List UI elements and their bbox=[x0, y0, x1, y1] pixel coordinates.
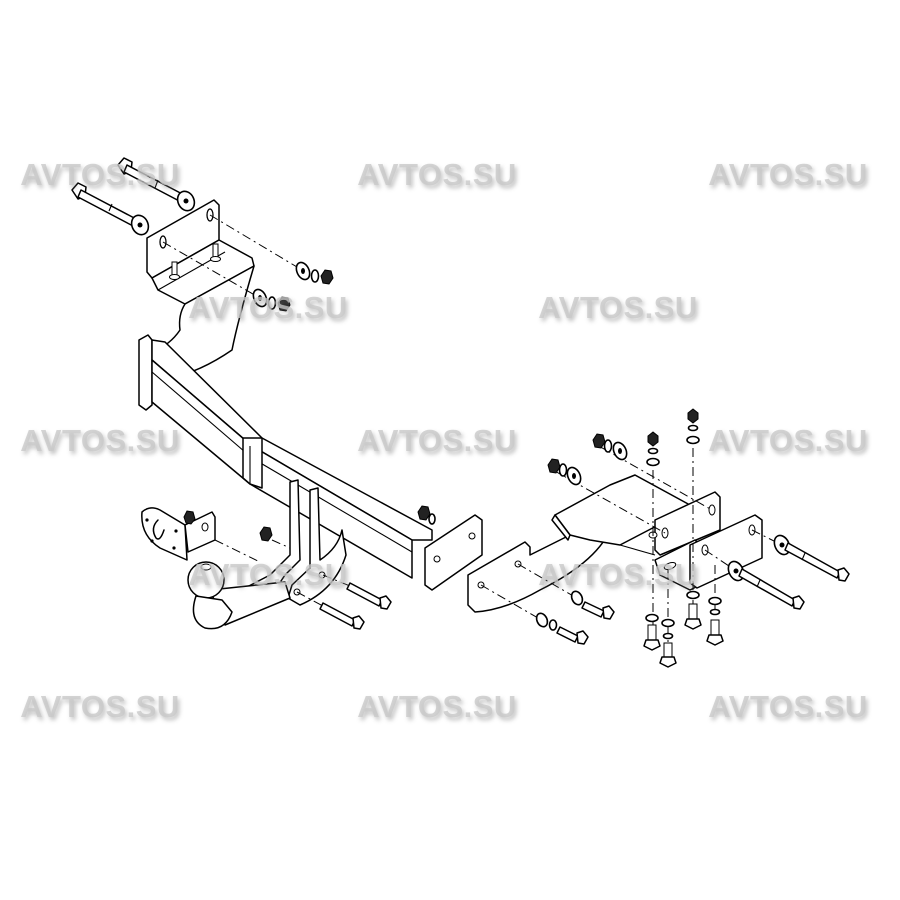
long-bolt-upper bbox=[117, 157, 196, 212]
short-bolt-bm-2 bbox=[319, 602, 365, 630]
socket-plate bbox=[141, 507, 216, 561]
short-bolt-bm-1 bbox=[346, 582, 392, 610]
washer-nut-set-right-a bbox=[547, 458, 582, 486]
washer-nut-stack-c bbox=[646, 431, 660, 467]
washer-nut-set-lower-left bbox=[252, 288, 291, 312]
short-bolt-vertical-4 bbox=[706, 596, 724, 646]
ball-mount bbox=[187, 479, 347, 630]
long-bolt-lower bbox=[71, 182, 150, 236]
washer-nut-set-right-b bbox=[592, 433, 628, 461]
washer-nut-stack-d bbox=[686, 408, 700, 445]
left-mounting-bracket bbox=[146, 199, 255, 379]
short-bolt-vertical-3 bbox=[684, 590, 702, 630]
ball-mount-nut bbox=[259, 526, 273, 542]
washer-nut-set-upper-left bbox=[295, 261, 334, 285]
crossbar-beam bbox=[138, 334, 433, 579]
right-plate-fastener-1 bbox=[570, 590, 615, 620]
beam-end-plate bbox=[417, 505, 483, 591]
long-bolt-right-upper bbox=[773, 534, 850, 582]
right-plate-fastener-2 bbox=[535, 612, 589, 645]
long-bolt-right-lower bbox=[727, 560, 805, 610]
short-bolt-vertical-1 bbox=[643, 613, 661, 651]
short-bolt-vertical-2 bbox=[659, 618, 677, 668]
